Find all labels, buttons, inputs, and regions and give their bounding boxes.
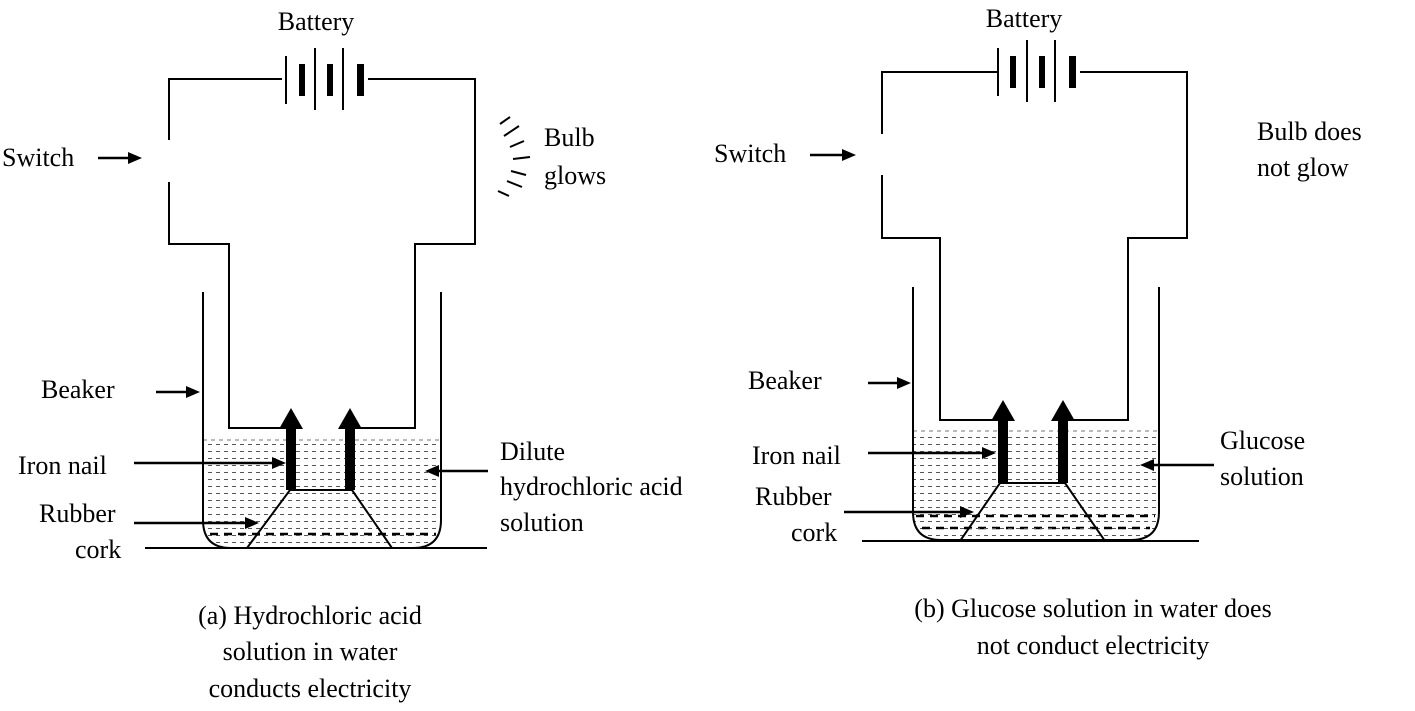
panel-a-caption-1: (a) Hydrochloric acid [198,601,422,630]
panel-a-switch-label: Switch [2,143,74,172]
panel-b-caption-1: (b) Glucose solution in water does [914,594,1271,623]
panel-a-caption-2: solution in water [223,637,398,666]
panel-a-iron-nail-label: Iron nail [18,451,107,480]
panel-a-beaker-label: Beaker [41,375,115,404]
panel-a-battery-label: Battery [278,7,355,36]
panel-b-rubber-label: Rubber [755,482,832,511]
panel-a-bulb-label-2: glows [544,161,606,190]
panel-b-iron-nail-label: Iron nail [752,441,841,470]
panel-a-solution-label-2: hydrochloric acid [500,472,683,501]
panel-b-switch-label: Switch [714,139,786,168]
panel-a-wire-left-lower [168,182,290,429]
panel-a-rubber-label: Rubber [39,499,116,528]
panel-b-wire-left [881,71,997,134]
panel-b-caption-2: not conduct electricity [977,631,1209,660]
panel-a-solution-label-1: Dilute [500,437,565,466]
panel-a-battery-icon [285,48,364,110]
panel-b-wire-right [1063,71,1188,421]
panel-b-bulb-label-2: not glow [1257,153,1349,182]
panel-a-wire-right [351,78,476,429]
panel-a-bulb-glow-icon [497,116,531,197]
panel-b-rubber-cork [958,482,1107,542]
panel-b-solution-label-2: solution [1220,462,1304,491]
panel-a-wire-left [168,78,282,140]
panel-b-cork-label: cork [791,518,837,547]
panel-a-caption-3: conducts electricity [209,674,412,703]
panel-a-arrows [98,152,488,529]
panel-b-bulb-label-1: Bulb does [1257,117,1362,146]
panel-a-rubber-cork [245,489,394,549]
panel-b: Battery Switch Bulb does not glow Beaker… [714,4,1362,660]
panel-b-battery-icon [997,40,1076,102]
panel-b-iron-nail-icon [991,400,1075,483]
panel-b-solution-label-1: Glucose [1220,426,1305,455]
panel-b-beaker-label: Beaker [748,366,822,395]
panel-a-cork-label: cork [75,535,121,564]
panel-b-battery-label: Battery [986,4,1063,33]
panel-b-arrows [810,149,1214,518]
panel-b-wire-left-lower [881,175,1002,421]
panel-a-iron-nail-icon [279,408,362,490]
panel-a-bulb-label-1: Bulb [544,123,595,152]
panel-a: Battery Switch Bulb glows Beaker Iron na… [2,7,683,703]
panel-a-solution-label-3: solution [500,508,584,537]
